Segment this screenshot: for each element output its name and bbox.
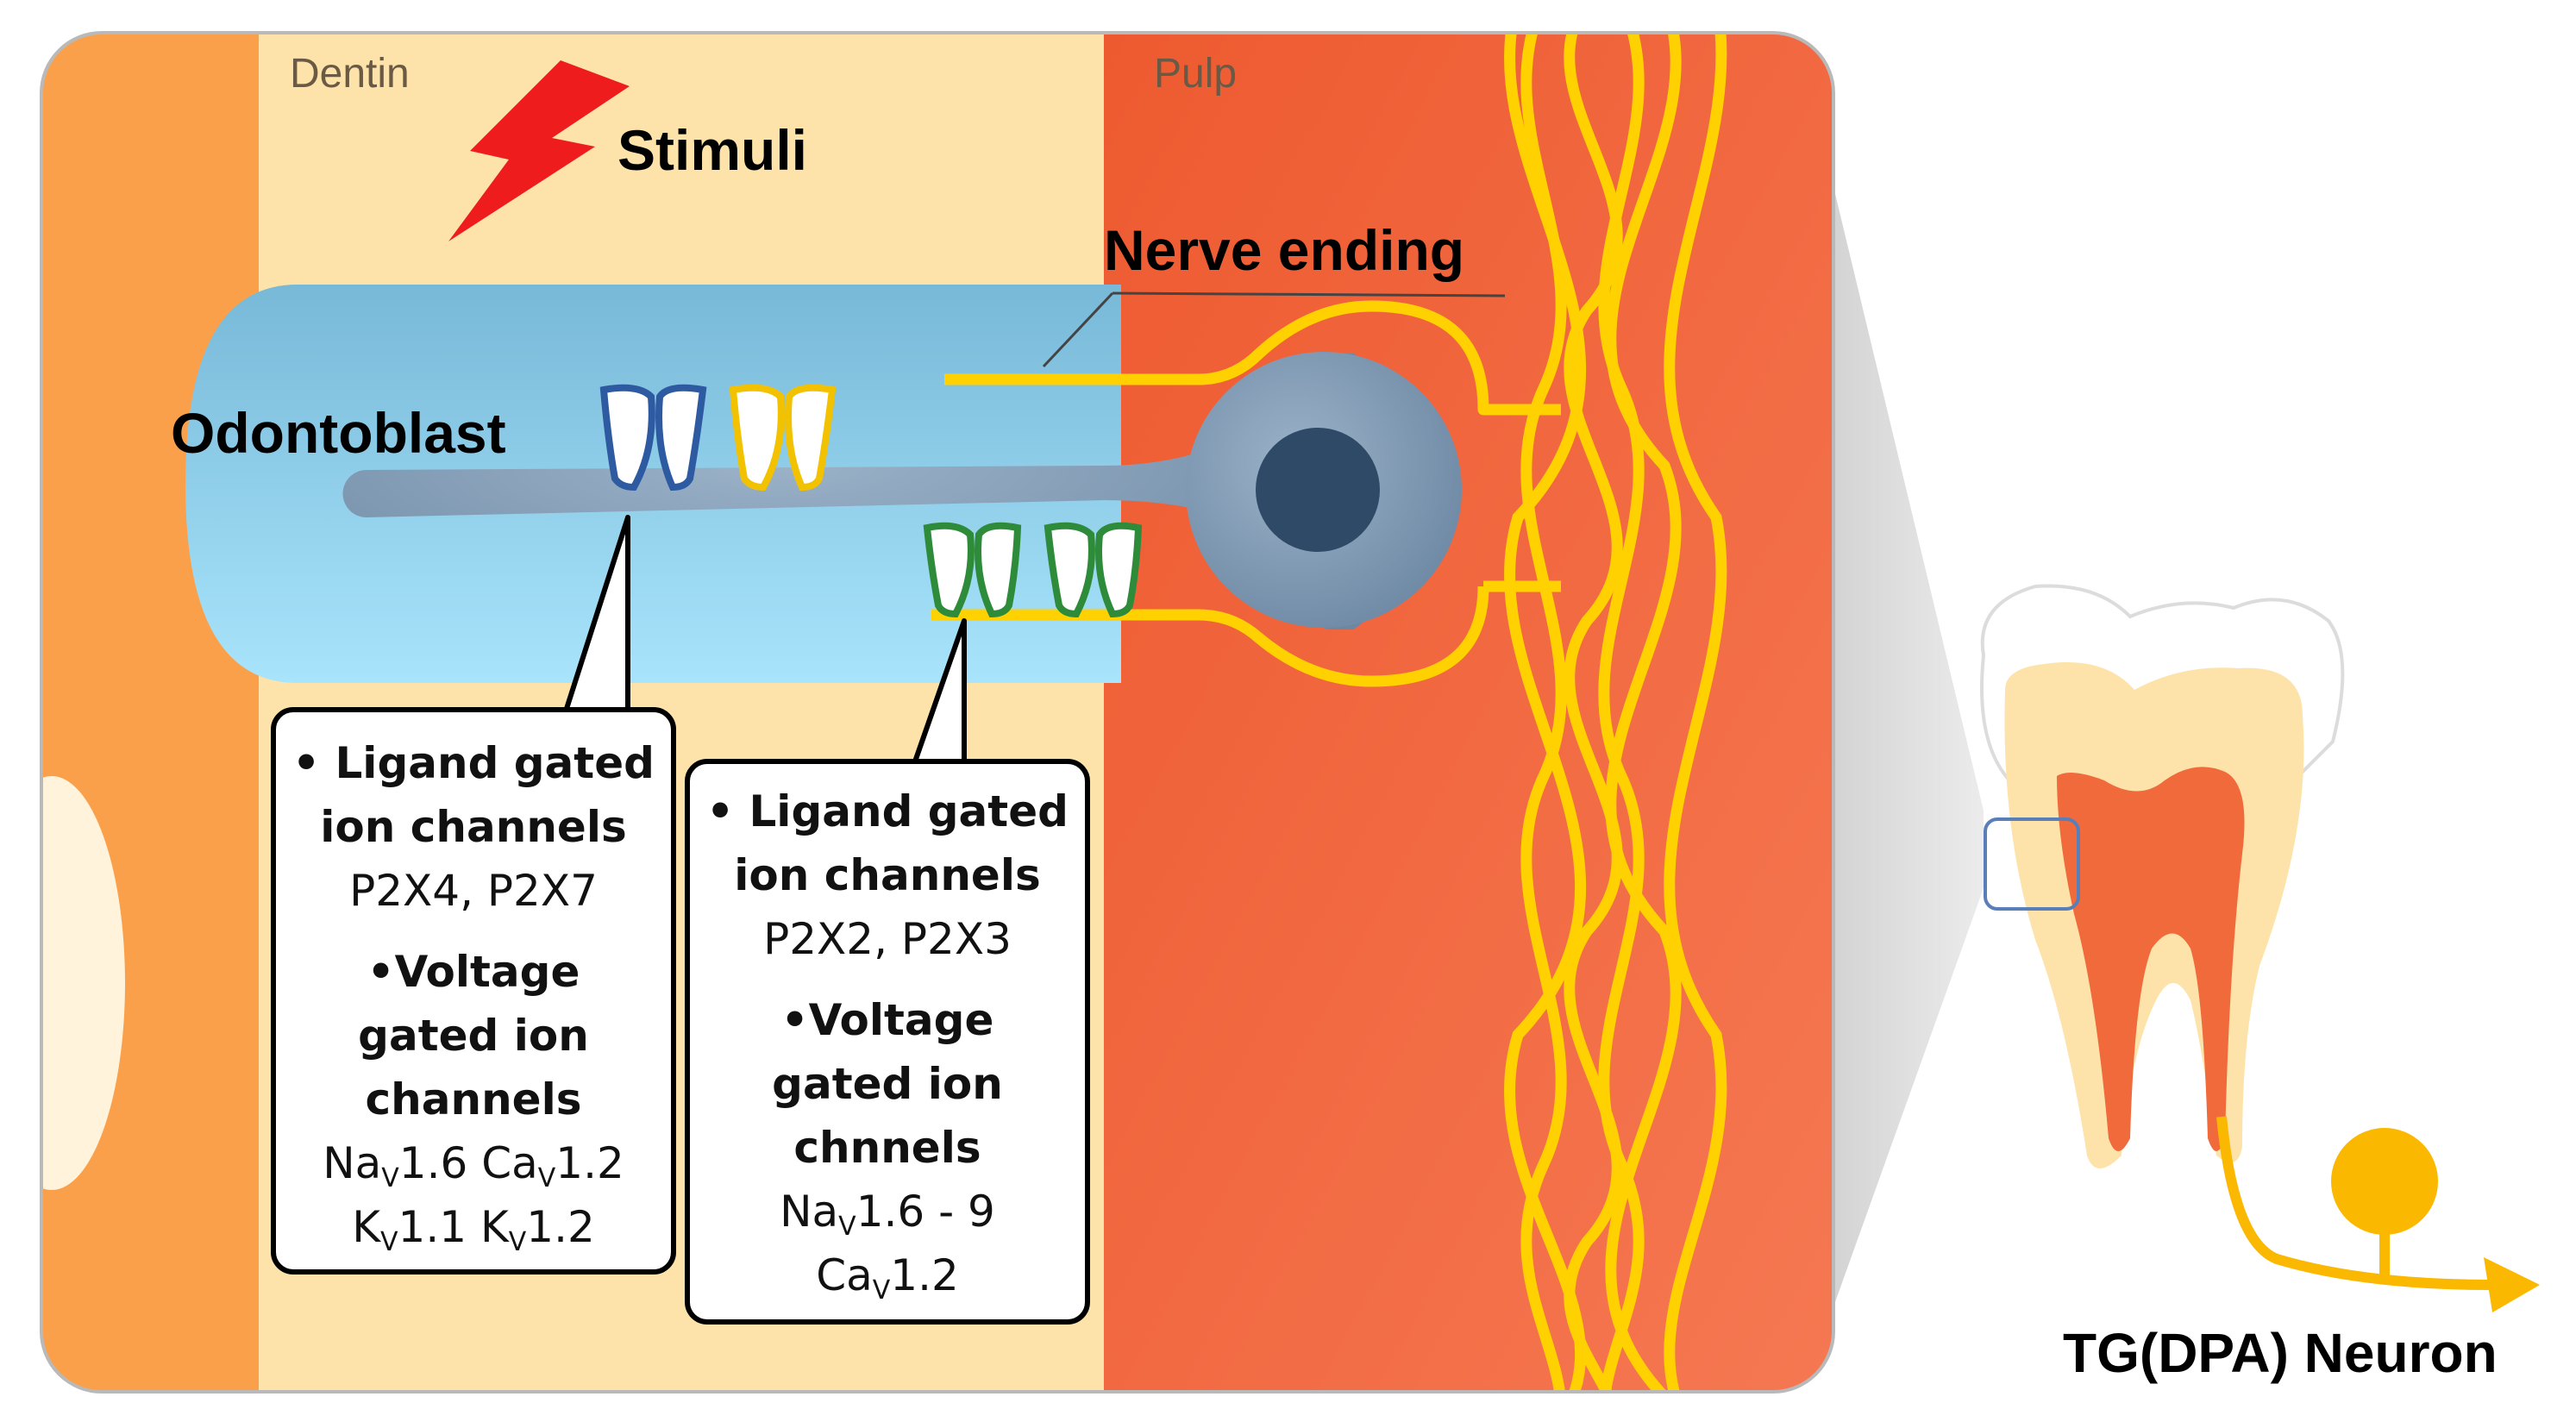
voltage-items-row1: NaV1.6 CaV1.2 bbox=[323, 1138, 624, 1193]
nerve-ending-leader bbox=[1042, 291, 1114, 368]
neuron-arrowhead bbox=[2484, 1257, 2540, 1312]
ligand-items: P2X4, P2X7 bbox=[349, 866, 598, 916]
tg-neuron bbox=[2216, 1116, 2540, 1312]
tooth-illustration bbox=[1980, 584, 2345, 1168]
neuron-soma bbox=[2331, 1128, 2438, 1235]
panel-border bbox=[40, 31, 1835, 1394]
ligand-title-line1: • Ligand gated bbox=[292, 738, 655, 788]
ion-channel-green bbox=[1044, 522, 1095, 618]
neuron-label: TG(DPA) Neuron bbox=[2063, 1322, 2498, 1384]
ligand-items: P2X2, P2X3 bbox=[763, 914, 1012, 964]
ligand-title-line2: ion channels bbox=[734, 850, 1041, 900]
odontoblast-label: Odontoblast bbox=[171, 401, 506, 465]
zoom-cone bbox=[1820, 129, 1984, 1345]
voltage-title-line1: •Voltage bbox=[780, 995, 994, 1045]
dentin-label: Dentin bbox=[290, 51, 410, 97]
nerve-ending-label: Nerve ending bbox=[1104, 218, 1465, 282]
ion-channel-yellow bbox=[785, 384, 837, 492]
callout-box-odontoblast: • Ligand gated ion channels P2X4, P2X7 •… bbox=[271, 707, 676, 1275]
voltage-title-line3: channels bbox=[365, 1074, 582, 1124]
ion-channel-green bbox=[975, 522, 1022, 618]
voltage-title-line3: chnnels bbox=[793, 1123, 981, 1173]
tooth-zoom-box bbox=[1984, 817, 2080, 911]
voltage-items-row2: KV1.1 KV1.2 bbox=[352, 1202, 595, 1257]
voltage-items-row2: CaV1.2 bbox=[816, 1250, 959, 1306]
ion-channel-green bbox=[923, 522, 975, 618]
voltage-title-line2: gated ion bbox=[772, 1059, 1003, 1109]
callout-box-nerve: • Ligand gated ion channels P2X2, P2X3 •… bbox=[685, 759, 1090, 1325]
tooth-pulp bbox=[2057, 767, 2245, 1151]
ligand-title-line2: ion channels bbox=[320, 802, 627, 852]
voltage-items-row1: NaV1.6 - 9 bbox=[780, 1187, 995, 1242]
stimuli-label: Stimuli bbox=[617, 118, 808, 182]
pulp-label: Pulp bbox=[1154, 51, 1238, 97]
ligand-title-line1: • Ligand gated bbox=[706, 786, 1069, 836]
voltage-title-line1: •Voltage bbox=[367, 947, 580, 997]
nerve-ending bbox=[931, 300, 1561, 687]
ion-channels-nerve bbox=[923, 522, 1143, 618]
ion-channel-blue bbox=[599, 384, 655, 492]
ion-channel-green bbox=[1095, 522, 1143, 618]
ion-channel-yellow bbox=[729, 384, 785, 492]
odontoblast-process bbox=[342, 354, 1424, 629]
stimulus-bolt-icon bbox=[448, 60, 630, 241]
ion-channel-blue bbox=[655, 384, 707, 492]
nucleus bbox=[1256, 428, 1380, 552]
nerve-plexus bbox=[1503, 33, 1727, 1392]
ion-channels-odontoblast bbox=[599, 384, 837, 492]
enamel-region bbox=[41, 33, 259, 1392]
voltage-title-line2: gated ion bbox=[358, 1011, 589, 1061]
enamel-highlight bbox=[41, 776, 125, 1190]
nerve-ending-leader bbox=[1112, 291, 1506, 298]
